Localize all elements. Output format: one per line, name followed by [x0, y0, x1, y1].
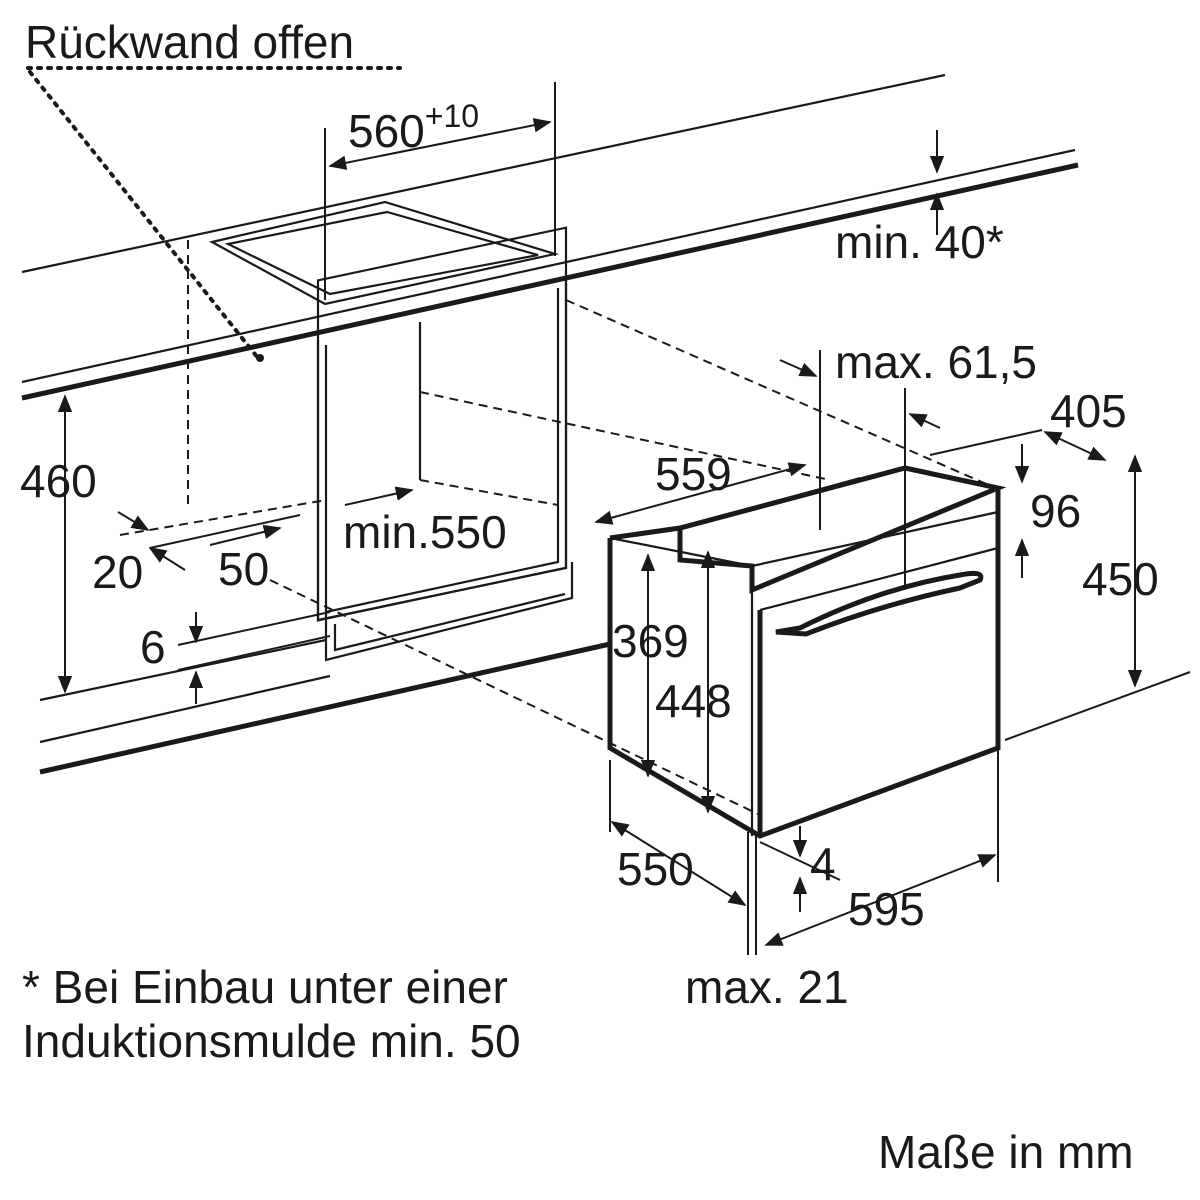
units-note: Maße in mm [878, 1126, 1134, 1178]
dim-20: 20 [92, 546, 143, 598]
dim-96: 96 [1030, 485, 1081, 537]
dim-50: 50 [218, 543, 269, 595]
cabinet-niche [187, 226, 574, 662]
rueckwand-dot [256, 354, 264, 362]
dim-559: 559 [655, 448, 732, 500]
footnote-line-2: Induktionsmulde min. 50 [22, 1015, 521, 1067]
dim-448: 448 [655, 675, 732, 727]
dim-595: 595 [848, 883, 925, 935]
rueckwand-dotted-line [28, 70, 260, 360]
dim-min-40: min. 40* [835, 216, 1004, 268]
footnote-line-1: * Bei Einbau unter einer [22, 961, 508, 1013]
dim-6: 6 [140, 621, 166, 673]
dim-560: 560+10 [348, 98, 479, 157]
hob-cutout [208, 200, 560, 306]
dim-max-61-5: max. 61,5 [835, 336, 1037, 388]
dimension-lines [57, 82, 1191, 955]
dim-405: 405 [1050, 385, 1127, 437]
rueckwand-label: Rückwand offen [25, 16, 354, 68]
dim-max-21: max. 21 [685, 961, 849, 1013]
dim-550: 550 [617, 843, 694, 895]
dim-460: 460 [20, 455, 97, 507]
dim-369: 369 [612, 615, 689, 667]
oven [607, 465, 1007, 839]
dim-450: 450 [1082, 553, 1159, 605]
worktop [21, 73, 1079, 401]
dim-min-550: min.550 [343, 506, 507, 558]
dim-4: 4 [810, 838, 836, 890]
